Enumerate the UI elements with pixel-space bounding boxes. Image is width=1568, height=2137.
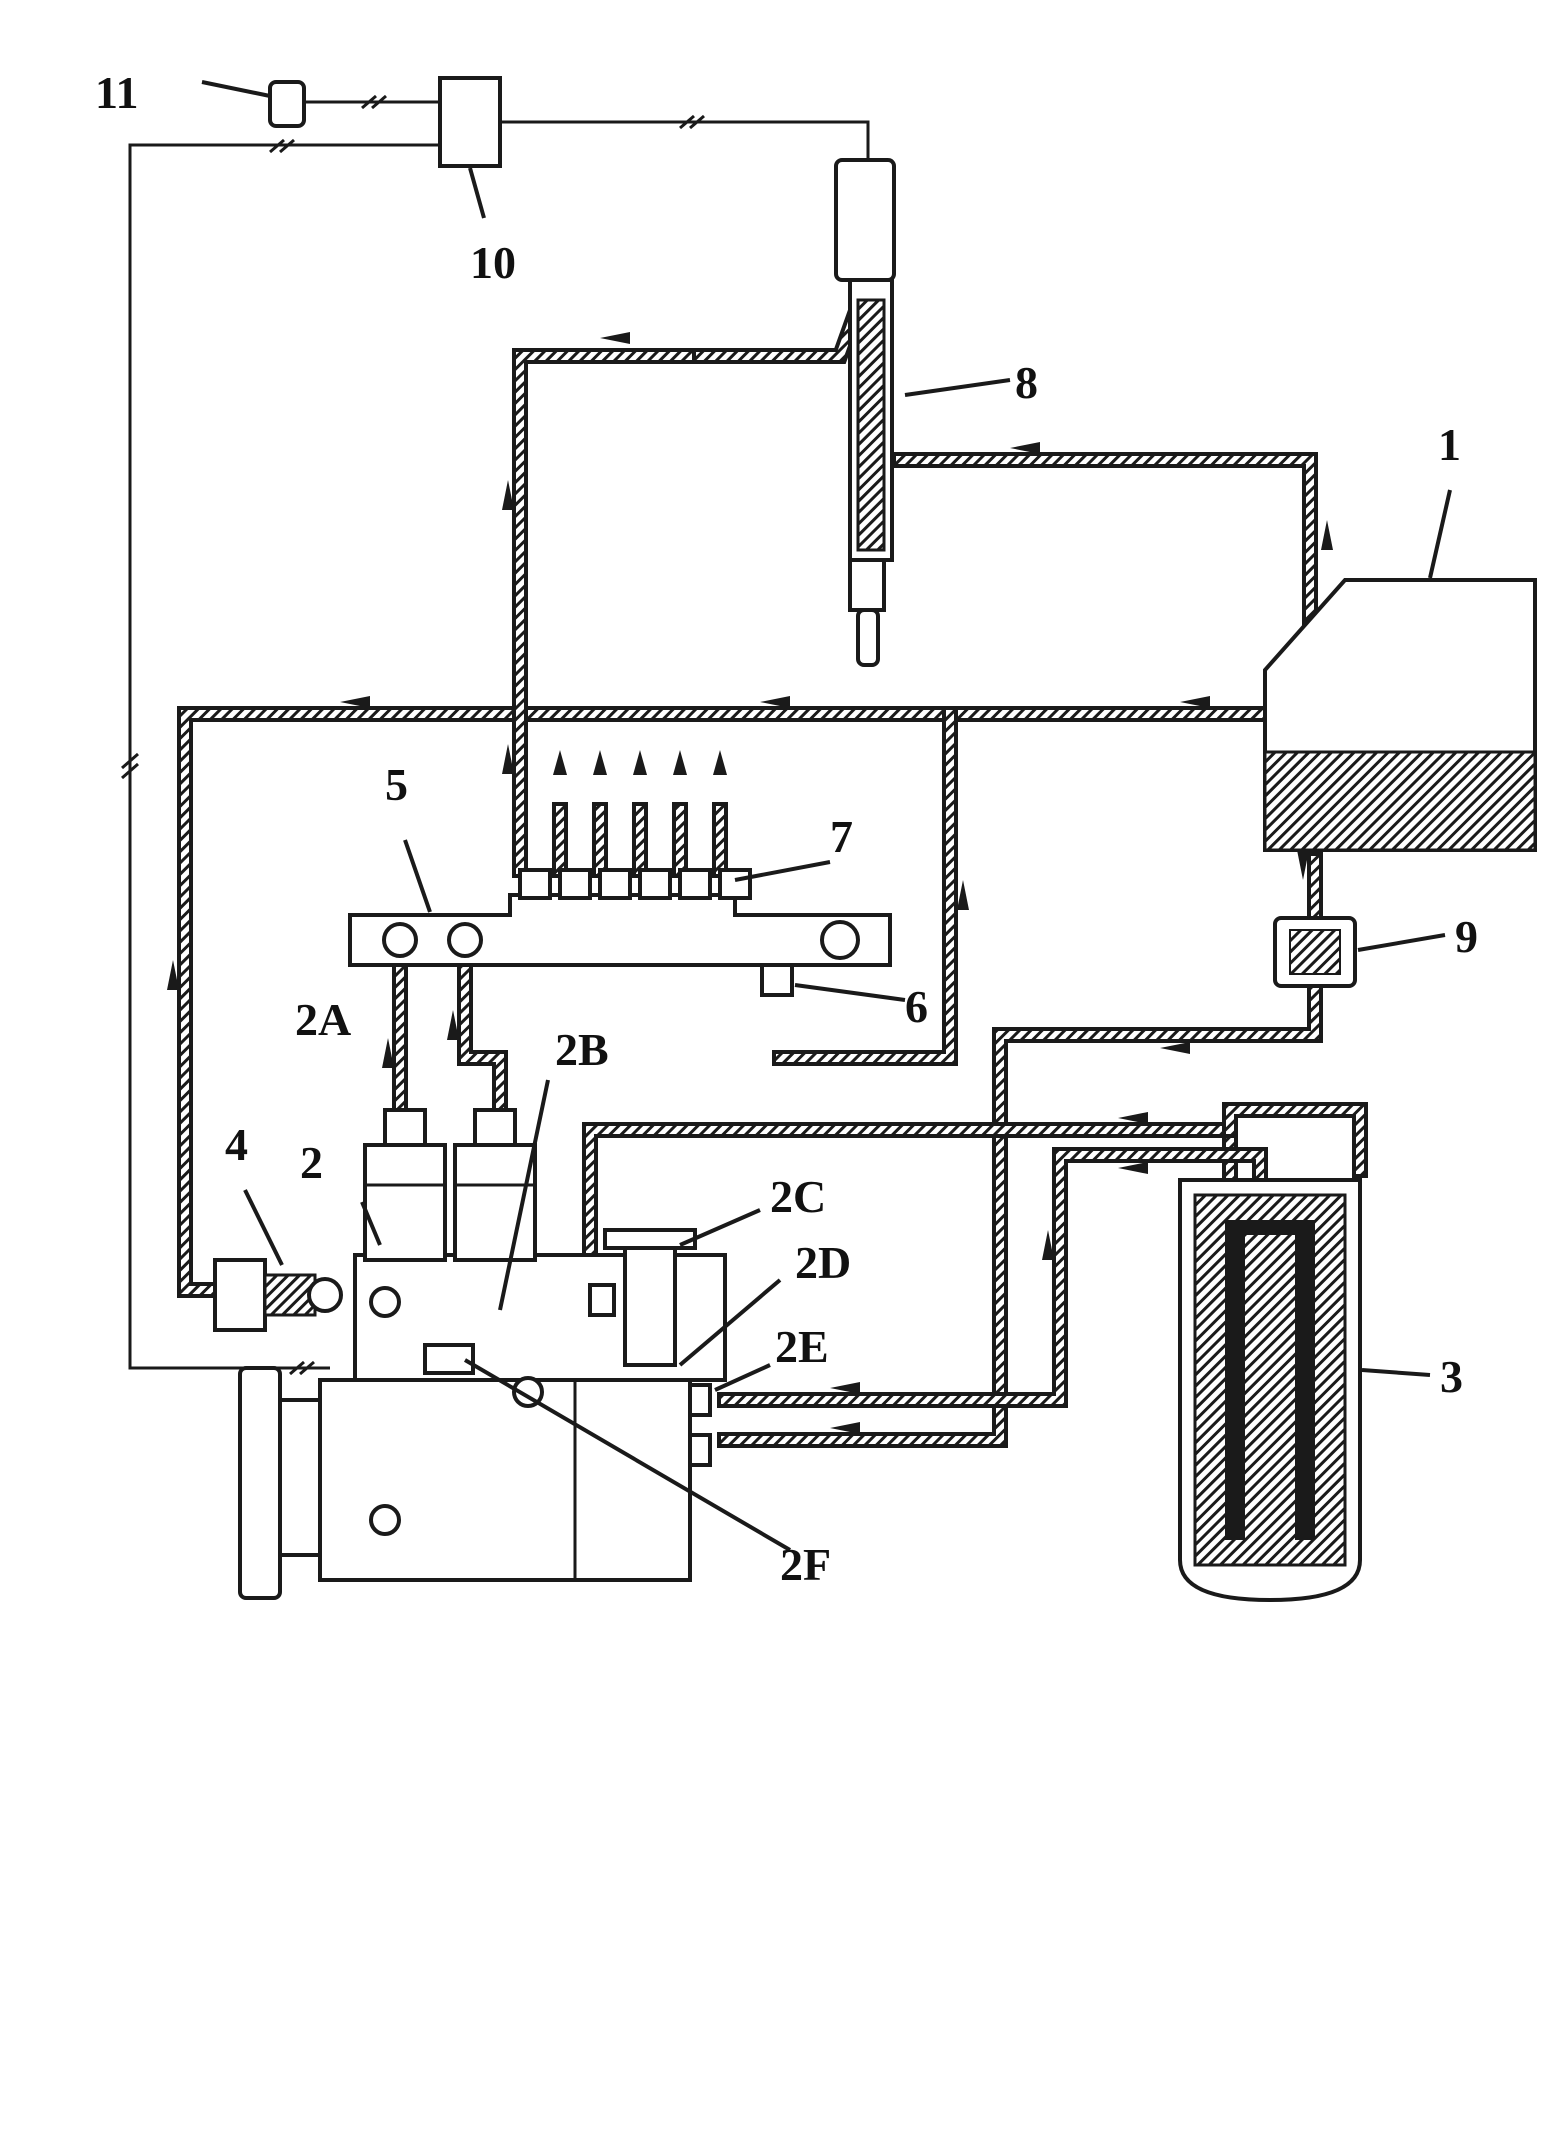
label-pump-2f: 2F bbox=[780, 1539, 831, 1590]
label-injector-lines: 7 bbox=[830, 811, 853, 862]
electrical-wiring bbox=[121, 80, 870, 1376]
injector bbox=[834, 158, 1011, 667]
common-rail bbox=[348, 839, 892, 967]
label-injector: 8 bbox=[1015, 357, 1038, 408]
label-filter: 3 bbox=[1440, 1351, 1463, 1402]
sensor bbox=[268, 80, 306, 128]
high-pressure-pump bbox=[238, 1079, 792, 1600]
callouts: 11 10 8 1 5 7 9 6 2A 2B 4 2 2C 2D 2E 3 2… bbox=[95, 67, 1478, 1590]
flow-arrows bbox=[167, 332, 1333, 1434]
label-valve: 4 bbox=[225, 1119, 248, 1170]
label-sensor: 11 bbox=[95, 67, 138, 118]
ecu-box bbox=[438, 76, 502, 219]
label-tank: 1 bbox=[1438, 419, 1461, 470]
label-pump-2c: 2C bbox=[770, 1171, 826, 1222]
label-ecu: 10 bbox=[470, 237, 516, 288]
fuel-tank bbox=[1263, 489, 1537, 852]
label-pump: 2 bbox=[300, 1137, 323, 1188]
label-rail: 5 bbox=[385, 759, 408, 810]
pressure-limiter bbox=[760, 963, 906, 1002]
cooler bbox=[1273, 916, 1446, 988]
label-limiter: 6 bbox=[905, 981, 928, 1032]
metering-valve bbox=[213, 1189, 401, 1332]
injector-lines bbox=[552, 802, 728, 878]
label-pump-2e: 2E bbox=[775, 1321, 829, 1372]
label-cooler: 9 bbox=[1455, 911, 1478, 962]
label-pump-2d: 2D bbox=[795, 1237, 851, 1288]
fuel-pipes bbox=[177, 289, 1368, 1448]
label-pump-2b: 2B bbox=[555, 1024, 609, 1075]
fuel-filter bbox=[1178, 1178, 1431, 1603]
label-pump-2a: 2A bbox=[295, 994, 351, 1045]
